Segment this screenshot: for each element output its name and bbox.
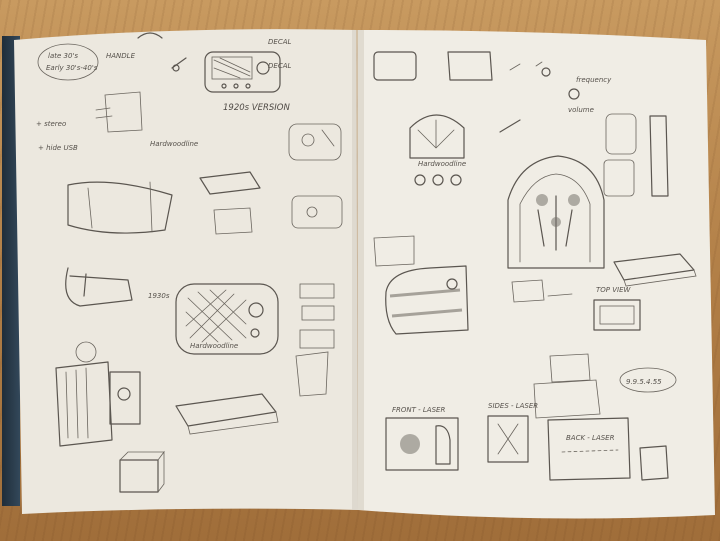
- label-sides-laser: SIDES - LASER: [488, 402, 538, 410]
- label-hardwoodline-right: Hardwoodline: [418, 160, 466, 168]
- note-stereo: + stereo: [36, 120, 66, 128]
- arched-radio-sketch: [67, 181, 173, 234]
- panel-top-left-sketch: [373, 51, 417, 81]
- svg-text:Hardwoodline: Hardwoodline: [190, 342, 238, 350]
- svg-text:+ hide USB: + hide USB: [38, 144, 78, 152]
- label-top-view: TOP VIEW: [596, 286, 632, 294]
- label-1930s: 1930s: [148, 292, 170, 300]
- label-back-laser: BACK - LASER: [566, 434, 615, 442]
- svg-text:DECAL: DECAL: [268, 62, 291, 70]
- radio-side-sketch: [385, 265, 469, 335]
- sides-laser-sketch: [487, 415, 529, 463]
- handle-sketch: [65, 267, 133, 307]
- label-volume: volume: [568, 106, 594, 114]
- note-early-30s-40s: Early 30's-40's: [46, 64, 98, 72]
- note-decal: DECAL: [268, 38, 291, 46]
- cathedral-radio-sketch: [507, 155, 605, 269]
- dial-face-sketch: [409, 114, 465, 159]
- label-frequency: frequency: [576, 76, 612, 84]
- label-hardwoodline: Hardwoodline: [150, 140, 198, 148]
- radio-1920s-sketch: [204, 51, 281, 93]
- left-page: [14, 29, 358, 514]
- small-box-sketch: [119, 459, 159, 493]
- right-page: [358, 30, 715, 519]
- left-page-sketches: late 30's Early 30's-40's HANDLE DECAL D…: [36, 32, 343, 493]
- top-view-box: [593, 299, 641, 331]
- right-page-sketches: frequency volume Hardwoodline: [373, 51, 697, 481]
- label-front-laser: FRONT - LASER: [392, 406, 445, 414]
- note-late-30s: late 30's: [48, 52, 78, 60]
- notebook-cover-edge: [2, 36, 20, 506]
- label-1920s-version: 1920s VERSION: [223, 103, 290, 113]
- back-laser-sketch: [547, 417, 631, 481]
- front-panel-sketch: [288, 123, 342, 161]
- note-handle: HANDLE: [106, 52, 136, 60]
- gutter-shadow: [352, 30, 364, 510]
- label-brand-code: 9.9.5.4.55: [626, 378, 662, 386]
- bottom-radio-sketch: [55, 361, 113, 447]
- front-laser-sketch: [385, 417, 459, 471]
- radio-1930s-sketch: [175, 283, 279, 355]
